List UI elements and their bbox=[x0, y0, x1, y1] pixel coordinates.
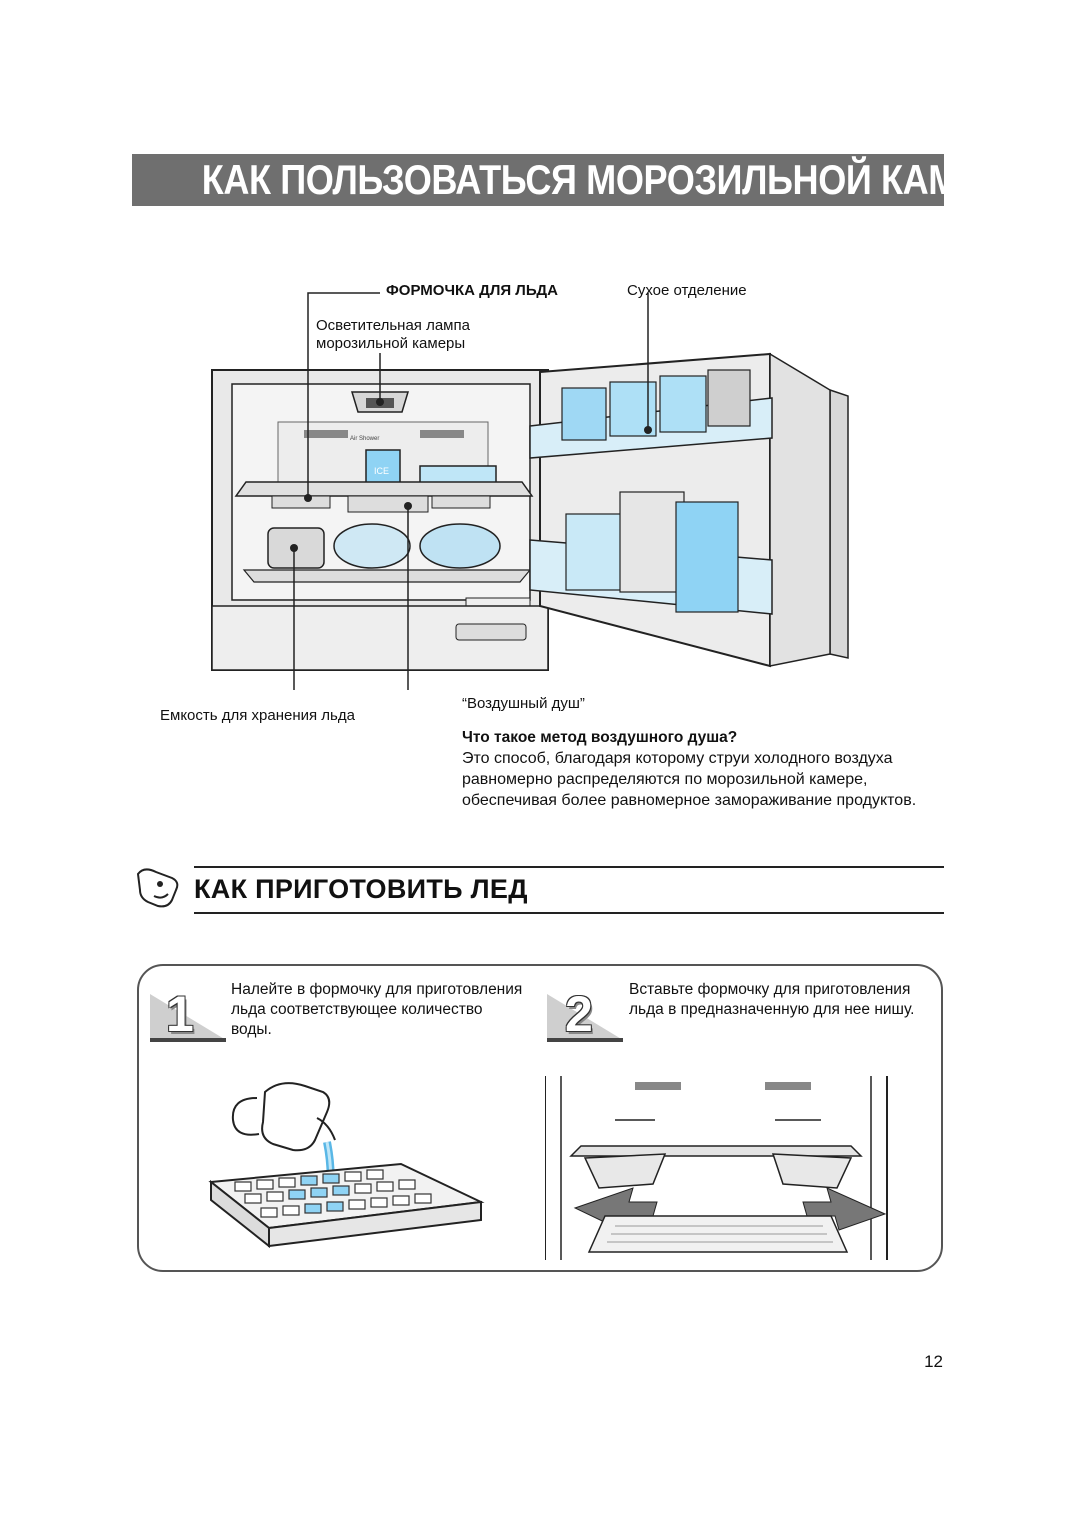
step-text-1: Налейте в формочку для приготовления льд… bbox=[231, 980, 522, 1040]
step-2-line: Вставьте формочку для приготовления bbox=[629, 981, 911, 998]
air-shower-mark: Air Shower bbox=[350, 436, 379, 442]
vent-right bbox=[420, 430, 464, 438]
pitcher-icon bbox=[231, 1082, 336, 1152]
air-shower-line: обеспечивая более равномерное заморажива… bbox=[462, 792, 917, 809]
pointing-hand-icon bbox=[136, 868, 179, 908]
air-shower-label: “Воздушный душ” bbox=[462, 695, 585, 712]
vent-left bbox=[304, 430, 348, 438]
heading-rule-top bbox=[194, 866, 944, 868]
step-badge-2 bbox=[547, 994, 623, 1042]
ice-tray-label: ФОРМОЧКА ДЛЯ ЛЬДА bbox=[386, 282, 558, 299]
step-number-1: 1 bbox=[166, 986, 194, 1042]
page-title-text: КАК ПОЛЬЗОВАТЬСЯ МОРОЗИЛЬНОЙ КАМЕРОЙ bbox=[201, 156, 1059, 203]
step-number-2: 2 bbox=[565, 986, 593, 1042]
air-shower-question: Что такое метод воздушного душа? bbox=[462, 729, 738, 746]
step-1-line: Налейте в формочку для приготовления bbox=[231, 981, 523, 998]
heading-rule-bottom bbox=[194, 912, 944, 914]
air-shower-line: равномерно распределяются по морозильной… bbox=[462, 771, 868, 788]
callout-lines bbox=[293, 292, 649, 690]
pouring-water-illustration bbox=[208, 1082, 485, 1249]
lamp-label-line2: морозильной камеры bbox=[316, 335, 466, 352]
freezer-illustration: Air Shower ICE bbox=[211, 292, 849, 690]
ice-tray-icon bbox=[208, 1162, 485, 1249]
freezer-shelf bbox=[569, 1145, 863, 1157]
step-1-line: льда соответствующее количество bbox=[231, 1001, 483, 1018]
air-shower-description: Это способ, благодаря которому струи хол… bbox=[462, 748, 942, 811]
page-title: КАК ПОЛЬЗОВАТЬСЯ МОРОЗИЛЬНОЙ КАМЕРОЙ bbox=[132, 154, 1058, 206]
page-number: 12 bbox=[924, 1352, 943, 1371]
air-shower-line: Это способ, благодаря которому струи хол… bbox=[462, 750, 893, 767]
step-badge-1 bbox=[150, 994, 226, 1042]
ice-tray-left-icon bbox=[583, 1153, 667, 1189]
ice-box-label: ICE bbox=[374, 466, 389, 476]
shelf bbox=[234, 481, 534, 497]
section-heading: КАК ПРИГОТОВИТЬ ЛЕД bbox=[194, 874, 528, 904]
arrow-left-icon bbox=[802, 1187, 887, 1231]
ice-bin-label: Емкость для хранения льда bbox=[160, 707, 355, 724]
lamp-label-line1: Осветительная лампа bbox=[316, 317, 470, 334]
step-text-2: Вставьте формочку для приготовления льда… bbox=[629, 980, 914, 1020]
dry-compartment-label: Сухое отделение bbox=[627, 282, 747, 299]
ice-tray-right-icon bbox=[771, 1153, 853, 1189]
inserting-tray-illustration bbox=[545, 1076, 888, 1260]
step-2-line: льда в предназначенную для нее нишу. bbox=[629, 1001, 915, 1018]
step-1-line: воды. bbox=[231, 1021, 272, 1038]
